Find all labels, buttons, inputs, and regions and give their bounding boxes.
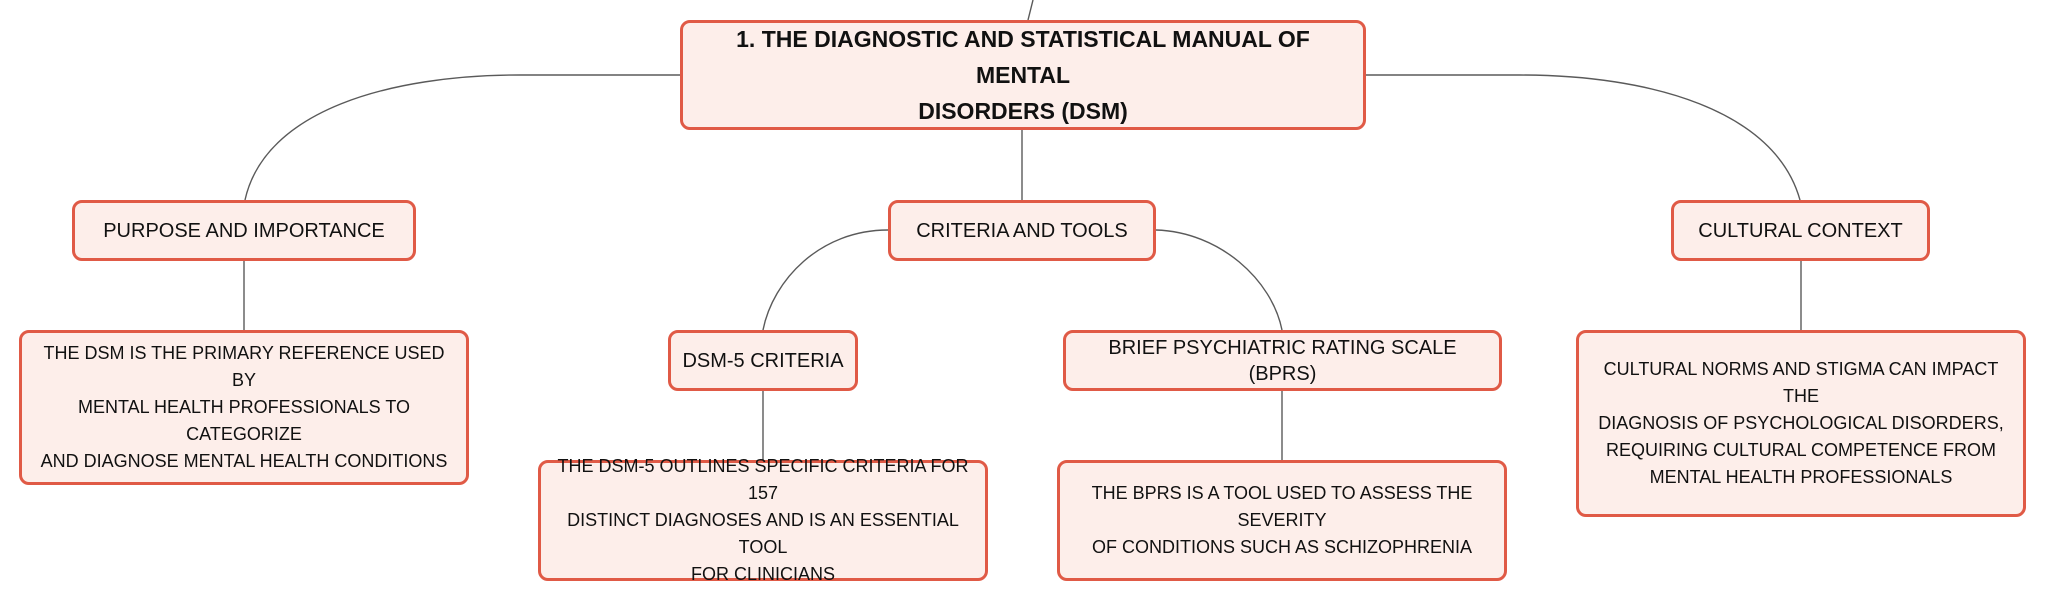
subbranch-label-bprs: BRIEF PSYCHIATRIC RATING SCALE (BPRS) bbox=[1108, 336, 1457, 385]
branch-node-purpose[interactable]: PURPOSE AND IMPORTANCE bbox=[72, 200, 416, 261]
connector-criteria-to-dsm5 bbox=[762, 229, 889, 331]
detail-node-dsm5[interactable]: THE DSM-5 OUTLINES SPECIFIC CRITERIA FOR… bbox=[538, 456, 988, 584]
branch-label-purpose: PURPOSE AND IMPORTANCE bbox=[103, 219, 385, 242]
detail-line: THE DSM-5 OUTLINES SPECIFIC CRITERIA FOR… bbox=[557, 456, 969, 503]
connector-root-to-culture bbox=[1366, 74, 1801, 201]
root-title-line-2: DISORDERS (DSM) bbox=[918, 98, 1128, 124]
subbranch-node-bprs[interactable]: BRIEF PSYCHIATRIC RATING SCALE (BPRS) bbox=[1063, 330, 1502, 391]
detail-node-culture[interactable]: CULTURAL NORMS AND STIGMA CAN IMPACT THE… bbox=[1576, 330, 2026, 517]
root-title-line-1: 1. THE DIAGNOSTIC AND STATISTICAL MANUAL… bbox=[736, 26, 1310, 88]
branch-node-culture[interactable]: CULTURAL CONTEXT bbox=[1671, 200, 1930, 261]
detail-line: CULTURAL NORMS AND STIGMA CAN IMPACT THE bbox=[1603, 359, 1999, 406]
detail-line: REQUIRING CULTURAL COMPETENCE FROM bbox=[1605, 440, 1997, 460]
detail-line: MENTAL HEALTH PROFESSIONALS bbox=[1649, 467, 1953, 487]
detail-line: AND DIAGNOSE MENTAL HEALTH CONDITIONS bbox=[40, 451, 448, 471]
subbranch-node-dsm5[interactable]: DSM-5 CRITERIA bbox=[668, 330, 858, 391]
detail-line: DISTINCT DIAGNOSES AND IS AN ESSENTIAL T… bbox=[567, 510, 959, 557]
detail-line: THE DSM IS THE PRIMARY REFERENCE USED BY bbox=[43, 343, 445, 390]
branch-node-criteria[interactable]: CRITERIA AND TOOLS bbox=[888, 200, 1156, 261]
detail-node-purpose[interactable]: THE DSM IS THE PRIMARY REFERENCE USED BY… bbox=[19, 330, 469, 485]
detail-line: FOR CLINICIANS bbox=[690, 564, 836, 584]
detail-line: THE BPRS IS A TOOL USED TO ASSESS THE SE… bbox=[1091, 483, 1473, 530]
detail-line: DIAGNOSIS OF PSYCHOLOGICAL DISORDERS, bbox=[1598, 413, 2004, 433]
connector-root-to-purpose bbox=[244, 74, 680, 201]
detail-line: OF CONDITIONS SUCH AS SCHIZOPHRENIA bbox=[1091, 537, 1473, 557]
connector-parent-to-root bbox=[1027, 0, 1034, 21]
connector-criteria-to-bprs bbox=[1155, 229, 1283, 331]
branch-label-criteria: CRITERIA AND TOOLS bbox=[916, 219, 1128, 242]
detail-node-bprs[interactable]: THE BPRS IS A TOOL USED TO ASSESS THE SE… bbox=[1057, 460, 1507, 581]
detail-line: MENTAL HEALTH PROFESSIONALS TO CATEGORIZ… bbox=[77, 397, 411, 444]
branch-label-culture: CULTURAL CONTEXT bbox=[1698, 219, 1903, 242]
root-node-dsm[interactable]: 1. THE DIAGNOSTIC AND STATISTICAL MANUAL… bbox=[680, 20, 1366, 130]
subbranch-label-dsm5: DSM-5 CRITERIA bbox=[682, 349, 844, 372]
